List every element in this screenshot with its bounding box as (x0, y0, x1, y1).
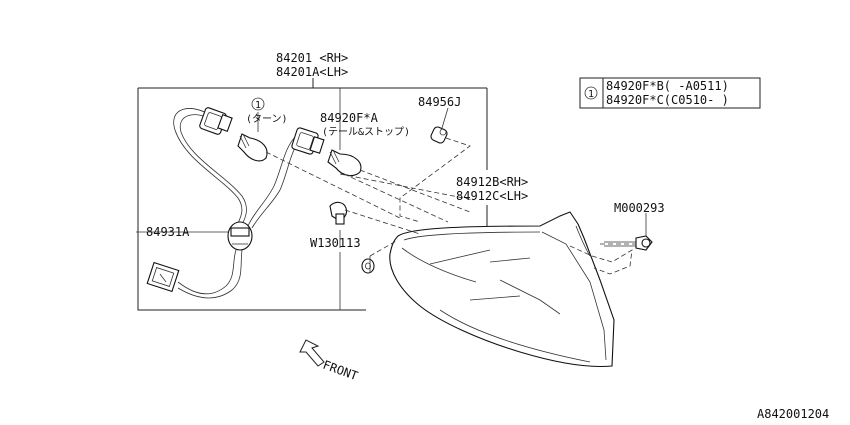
grommet-washer (361, 258, 375, 274)
leader-lines (136, 88, 647, 310)
assembly-dash-lines (265, 137, 636, 275)
harness-label: 84931A (146, 225, 190, 239)
tail-stop-note-label: (テール&ストップ) (322, 126, 410, 138)
lens-rh-label: 84912B<RH> (456, 175, 528, 189)
diagram-id: A842001204 (757, 407, 829, 421)
callouts: 84201 <RH> 84201A<LH> 1 (ターン) 84920F*A (… (146, 51, 665, 250)
housing-lh-label: 84201A<LH> (276, 65, 348, 79)
turn-socket (199, 107, 233, 135)
screw-label: M000293 (614, 201, 665, 215)
ref-mark-label: 1 (255, 100, 261, 111)
lens-lh-label: 84912C<LH> (456, 189, 528, 203)
front-arrow: FRONT (299, 339, 360, 384)
marker-socket (430, 126, 448, 144)
turn-bulb (237, 133, 268, 162)
legend-mark: 1 (588, 89, 594, 100)
wedge-bulb (329, 201, 348, 225)
assembly-frame (137, 78, 488, 311)
legend-row-1: 84920F*B( -A0511) (606, 79, 729, 93)
housing-rh-label: 84201 <RH> (276, 51, 348, 65)
marker-socket-label: 84956J (418, 95, 461, 109)
front-label: FRONT (321, 358, 360, 384)
grommet-label: W130113 (310, 236, 361, 250)
lamp-lens (389, 211, 615, 368)
tail-stop-bulb (327, 149, 362, 177)
legend-row-2: 84920F*C(C0510- ) (606, 93, 729, 107)
bulb-code-label: 84920F*A (320, 111, 379, 125)
screw (604, 235, 653, 251)
wire-harness (146, 108, 301, 299)
legend-box: 1 84920F*B( -A0511) 84920F*C(C0510- ) (579, 77, 761, 109)
tail-stop-socket (291, 127, 325, 155)
turn-note-label: (ターン) (246, 113, 288, 125)
